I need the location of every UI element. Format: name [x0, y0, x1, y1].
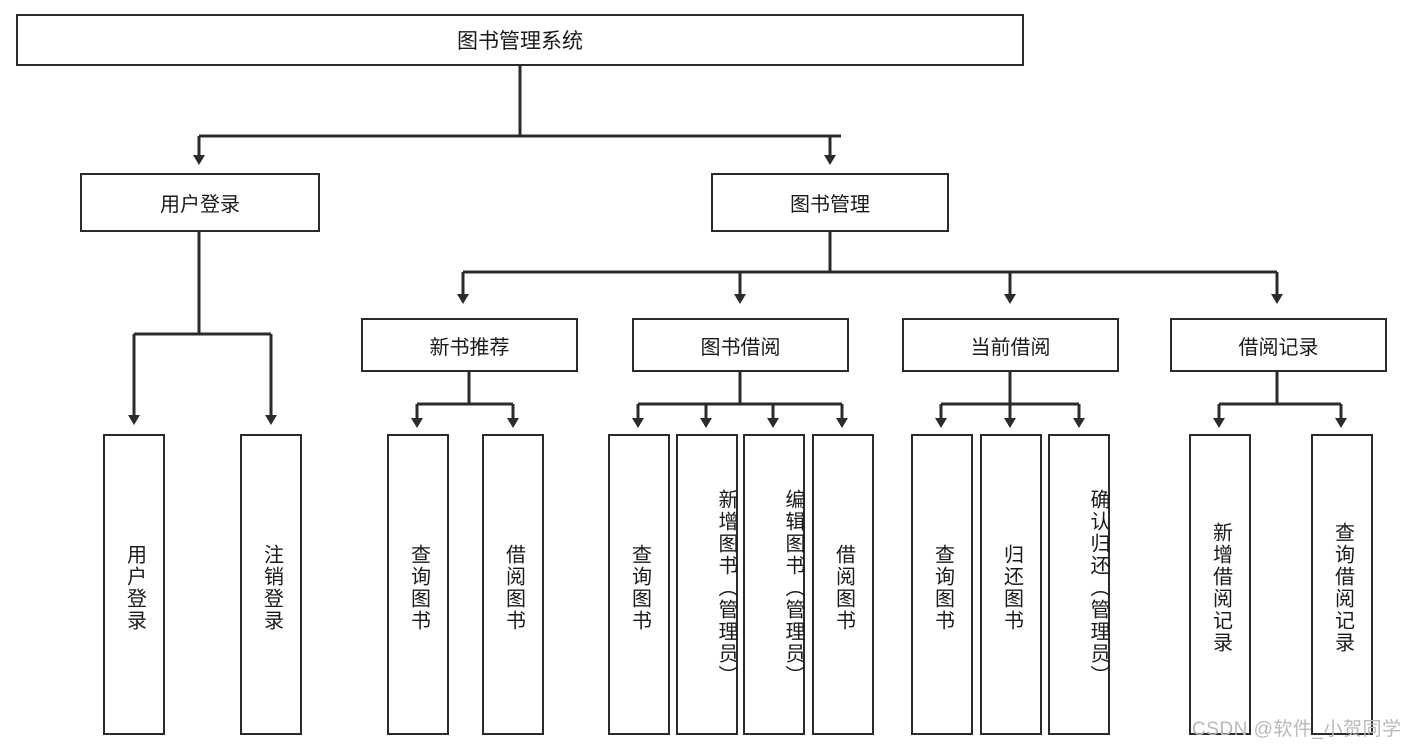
node-root[interactable]: 图书管理系统 — [16, 14, 1024, 66]
leaf-user-login-logout[interactable]: 注销登录 — [240, 434, 302, 735]
leaf-book-borrow-add[interactable]: 新增图书（管理员） — [676, 434, 738, 735]
node-current-borrow[interactable]: 当前借阅 — [902, 318, 1119, 372]
leaf-borrow-record-add[interactable]: 新增借阅记录 — [1189, 434, 1251, 735]
node-book-management[interactable]: 图书管理 — [711, 173, 949, 232]
leaf-new-book-query[interactable]: 查询图书 — [387, 434, 449, 735]
leaf-book-borrow-edit[interactable]: 编辑图书（管理员） — [743, 434, 805, 735]
leaf-current-borrow-confirm-return[interactable]: 确认归还（管理员） — [1048, 434, 1110, 735]
leaf-current-borrow-query[interactable]: 查询图书 — [911, 434, 973, 735]
leaf-current-borrow-return[interactable]: 归还图书 — [980, 434, 1042, 735]
node-user-login[interactable]: 用户登录 — [80, 173, 320, 232]
leaf-borrow-record-query[interactable]: 查询借阅记录 — [1311, 434, 1373, 735]
leaf-book-borrow-borrow[interactable]: 借阅图书 — [812, 434, 874, 735]
watermark-text: CSDN @软件_小贺同学 — [1192, 719, 1402, 740]
node-new-book-recommend[interactable]: 新书推荐 — [361, 318, 578, 372]
node-borrow-record[interactable]: 借阅记录 — [1170, 318, 1387, 372]
leaf-new-book-borrow[interactable]: 借阅图书 — [482, 434, 544, 735]
leaf-user-login-login[interactable]: 用户登录 — [103, 434, 165, 735]
node-book-borrow[interactable]: 图书借阅 — [632, 318, 849, 372]
leaf-book-borrow-query[interactable]: 查询图书 — [608, 434, 670, 735]
